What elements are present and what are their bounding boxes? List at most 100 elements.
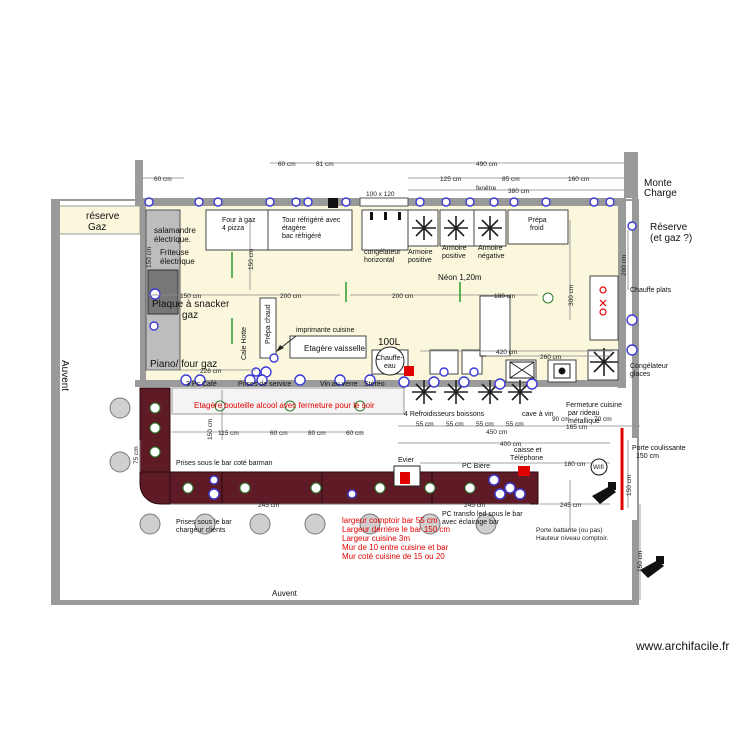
plaque-label-1: Plaque à snacker	[152, 299, 230, 310]
congelateur-h-label-1: congélateur	[364, 249, 401, 256]
dim-165: 165 cm	[566, 424, 587, 431]
prepa-chaud-label: Prépa chaud	[265, 304, 272, 344]
dim-90: 90 cm	[552, 416, 570, 423]
armoire-neg-label-1: Armoire	[478, 245, 503, 252]
bar-sink-tap-icon	[400, 472, 410, 484]
congelateur-glaces-label-1: Congélateur	[630, 363, 669, 370]
sink-icons	[509, 361, 571, 379]
chauffe-plats-label: Chauffe plats	[630, 287, 672, 294]
dim-150e: 150 cm	[637, 551, 644, 572]
porte-battante-label-2: Hauteur niveau comptoir.	[536, 535, 608, 542]
friteuse-label-2: électrique	[160, 257, 195, 266]
plaque-label-2: gaz	[182, 310, 198, 321]
dim-400: 400 cm	[500, 441, 521, 448]
armoire-pos1-label-1: Armoire	[408, 249, 433, 256]
extraction-vent	[328, 198, 338, 208]
etagere-vaisselle-label: Etagère vaisselle	[304, 344, 365, 353]
caisse-label-2: Téléphone	[510, 455, 543, 462]
tour-label-3: bac réfrigéré	[282, 233, 321, 240]
dim-150b: 150 cm	[146, 247, 153, 268]
cale-hotte-label: Cale Hotte	[241, 327, 248, 360]
dim-100x120: 100 x 120	[366, 191, 395, 198]
tour-label-2: étagère	[282, 225, 306, 232]
dim-450: 450 cm	[486, 429, 507, 436]
four-gaz-label-2: 4 pizza	[222, 225, 244, 232]
green-height-markers	[231, 252, 461, 344]
pc-cafe-label: 3 Pc Café	[186, 381, 217, 388]
note-red-2: Largeur derrière le bar 150 cm	[342, 525, 450, 534]
dimension-lines	[139, 162, 641, 600]
chauffe-plats-icon	[599, 286, 607, 316]
dim-245b: 245 cm	[464, 502, 485, 509]
prises-service-label: Prises de service	[238, 381, 291, 388]
dim-70: 70 cm	[594, 416, 612, 423]
monte-charge-label-1: Monte	[644, 178, 672, 189]
congelateur-horizontal-icon	[370, 212, 401, 220]
fermeture-label-1: Fermeture cuisine	[566, 402, 622, 409]
dim-55c: 55 cm	[476, 421, 494, 428]
dim-380: 380 cm	[508, 188, 529, 195]
dim-115: 115 cm	[218, 430, 239, 437]
refroidisseurs-label: 4 Refroidisseurs boissons	[404, 411, 485, 418]
dim-200a: 200 cm	[280, 293, 301, 300]
reserve-gaz-room	[57, 205, 141, 235]
evier-label: Evier	[398, 457, 415, 464]
electrical-outlet-icons	[144, 197, 638, 500]
dim-260: 260 cm	[540, 354, 561, 361]
dim-125: 125 cm	[440, 176, 461, 183]
dim-200b: 200 cm	[392, 293, 413, 300]
fenetre-label: fenêtre	[476, 185, 497, 192]
dim-150c: 150 cm	[248, 249, 255, 270]
note-red-4: Mur de 10 entre cuisine et bar	[342, 543, 449, 552]
etagere-bouteille-label: Etagère bouteille alcool avec fermeture …	[194, 401, 375, 410]
fan-icons	[412, 216, 618, 404]
dim-490: 490 cm	[476, 161, 497, 168]
dim-150f: 150 cm	[626, 475, 633, 496]
dim-60c: 60 cm	[270, 430, 288, 437]
camera-icons	[592, 482, 664, 578]
tour-label-1: Tour réfrigéré avec	[282, 217, 341, 224]
dim-150d: 150 cm	[207, 419, 214, 440]
window	[359, 197, 409, 207]
monte-charge-label-2: Charge	[644, 188, 677, 199]
pc-transfo-label-2: avec éclairage bar	[442, 519, 500, 526]
salamandre-label-1: salamandre	[154, 226, 196, 235]
chauffe-eau-valve-icon	[404, 366, 414, 376]
chauffe-eau-tank	[375, 346, 405, 376]
bar-stools	[109, 397, 497, 535]
dim-226: 226 cm	[200, 368, 221, 375]
imprimante-label: imprimante cuisine	[296, 327, 354, 334]
caisse-label-1: caisse et	[514, 447, 542, 454]
friteuse-label-1: Friteuse	[160, 248, 189, 257]
pc-biere-label: PC Bière	[462, 463, 490, 470]
bar-outlet-icons	[149, 292, 554, 494]
dim-85: 85 cm	[502, 176, 520, 183]
porte-coulissante-label-1: Porte coulissante	[632, 445, 686, 452]
reserve-gaz-label-1: réserve	[86, 211, 120, 222]
note-red-3: Largeur cuisine 3m	[342, 534, 410, 543]
prepa-froid-label-2: froid	[530, 225, 544, 232]
salamandre-label-2: électrique.	[154, 235, 191, 244]
dim-245c: 245 cm	[560, 502, 581, 509]
dim-420: 420 cm	[496, 349, 517, 356]
dim-81: 81 cm	[316, 161, 334, 168]
watermark: www.archifacile.fr	[635, 639, 729, 653]
dim-160: 160 cm	[568, 176, 589, 183]
congelateur-glaces-label-2: glaces	[630, 371, 651, 378]
note-red-5: Mur coté cuisine de 15 ou 20	[342, 552, 445, 561]
prises-clients-label-1: Prises sous le bar	[176, 519, 232, 526]
chauffe-eau-label-1: Chauffe-	[376, 355, 403, 362]
dim-150a: 150 cm	[180, 293, 201, 300]
fermeture-label-3: métallique	[568, 418, 600, 425]
armoire-pos2-label-2: positive	[442, 253, 466, 260]
auvent-bottom-label: Auvent	[272, 589, 298, 598]
caisse-icon	[518, 466, 530, 476]
chauffe-eau-label-2: eau	[384, 363, 396, 370]
dim-55a: 55 cm	[416, 421, 434, 428]
four-gaz-label-1: Four à gaz	[222, 217, 256, 224]
room-labels: réserve Gaz salamandre électrique. Frite…	[59, 178, 729, 653]
dim-80: 80 cm	[308, 430, 326, 437]
reserve-gaz2-label-1: Réserve	[650, 222, 688, 233]
dim-60a: 60 cm	[154, 176, 172, 183]
